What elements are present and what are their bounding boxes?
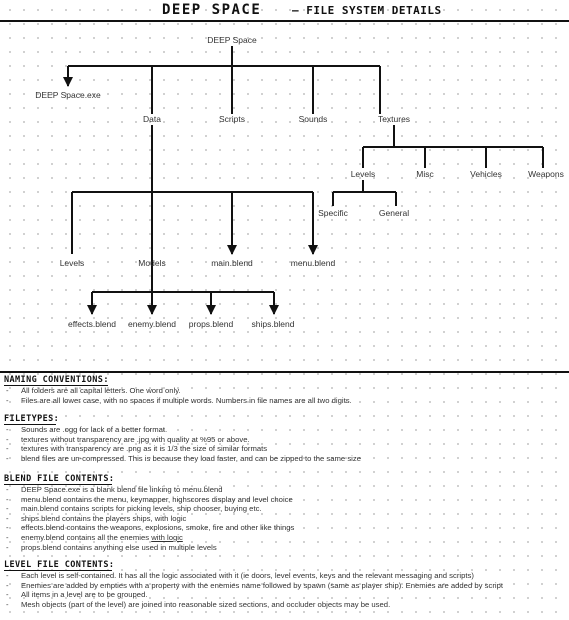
filetypes-list: -Sounds are .ogg for lack of a better fo…	[4, 425, 361, 463]
node-data: Data	[143, 114, 161, 124]
page-title: DEEP SPACE	[162, 2, 262, 18]
list-item: -Each level is self-contained. It has al…	[6, 571, 474, 580]
list-item: -menu.blend contains the menu, keymapper…	[6, 494, 293, 504]
list-item: -Sounds are .ogg for lack of a better fo…	[6, 425, 168, 434]
level-file-contents-heading: LEVEL FILE CONTENTS:	[4, 560, 115, 570]
node-props-blend: props.blend	[189, 319, 234, 329]
naming-conventions-list: -All folders are all capital letters. On…	[4, 386, 352, 405]
filetypes-heading: FILETYPES:	[4, 414, 60, 424]
list-item: -ships.blend contains the players ships,…	[6, 513, 187, 523]
node-enemy-blend: enemy.blend	[128, 319, 176, 329]
level-file-contents-list: -Each level is self-contained. It has al…	[4, 571, 503, 609]
list-item: -blend files are un-compressed. This is …	[6, 453, 362, 463]
list-item: -All items in a level are to be grouped.	[6, 590, 148, 600]
page-header: DEEP SPACE – FILE SYSTEM DETAILS	[0, 0, 569, 22]
node-exe: DEEP Space.exe	[35, 90, 101, 100]
list-item: -enemy.blend contains all the enemies wi…	[6, 532, 183, 542]
node-effects-blend: effects.blend	[68, 319, 116, 329]
list-item: -props.blend contains anything else used…	[6, 542, 217, 552]
list-item: -textures with transparency are .png as …	[6, 444, 268, 454]
list-item: -DEEP Space.exe is a blank blend file li…	[6, 485, 223, 494]
underlined-phrase: with logic	[151, 532, 183, 542]
heading-underline	[4, 484, 112, 485]
list-item: -Enemies are added by empties with a pro…	[6, 580, 503, 590]
node-misc: Misc	[416, 169, 434, 179]
naming-conventions-heading: NAMING CONVENTIONS:	[4, 375, 109, 385]
node-menu-blend: menu.blend	[291, 258, 336, 268]
node-vehicles: Vehicles	[470, 169, 502, 179]
heading-underline	[4, 570, 112, 571]
node-main-blend: main.blend	[211, 258, 253, 268]
header-divider	[0, 20, 569, 22]
file-tree-diagram: DEEP Space DEEP Space.exe Data Scripts S…	[35, 35, 564, 329]
node-ships-blend: ships.blend	[251, 319, 294, 329]
node-levels: Levels	[60, 258, 85, 268]
node-root: DEEP Space	[207, 35, 257, 45]
list-item: -textures without transparency are .jpg …	[6, 434, 250, 444]
node-textures-levels: Levels	[351, 169, 376, 179]
list-item: -Mesh objects (part of the level) are jo…	[6, 599, 391, 609]
node-sounds: Sounds	[299, 114, 328, 124]
node-general: General	[379, 208, 409, 218]
node-scripts: Scripts	[219, 114, 245, 124]
node-models: Models	[138, 258, 165, 268]
node-specific: Specific	[318, 208, 349, 218]
list-item: -effects.blend contains the weapons, exp…	[6, 523, 295, 533]
list-item: -Files are all lower case, with no space…	[6, 395, 352, 405]
heading-underline	[4, 385, 108, 386]
notes-divider	[0, 371, 569, 373]
list-item: -All folders are all capital letters. On…	[6, 386, 181, 395]
node-weapons: Weapons	[528, 169, 564, 179]
heading-underline	[4, 424, 56, 425]
blend-file-contents-heading: BLEND FILE CONTENTS:	[4, 474, 115, 484]
blend-file-contents-list: -DEEP Space.exe is a blank blend file li…	[4, 485, 294, 552]
list-item: -main.blend contains scripts for picking…	[6, 504, 262, 514]
node-textures: Textures	[378, 114, 410, 124]
page-subtitle: – FILE SYSTEM DETAILS	[292, 4, 442, 17]
